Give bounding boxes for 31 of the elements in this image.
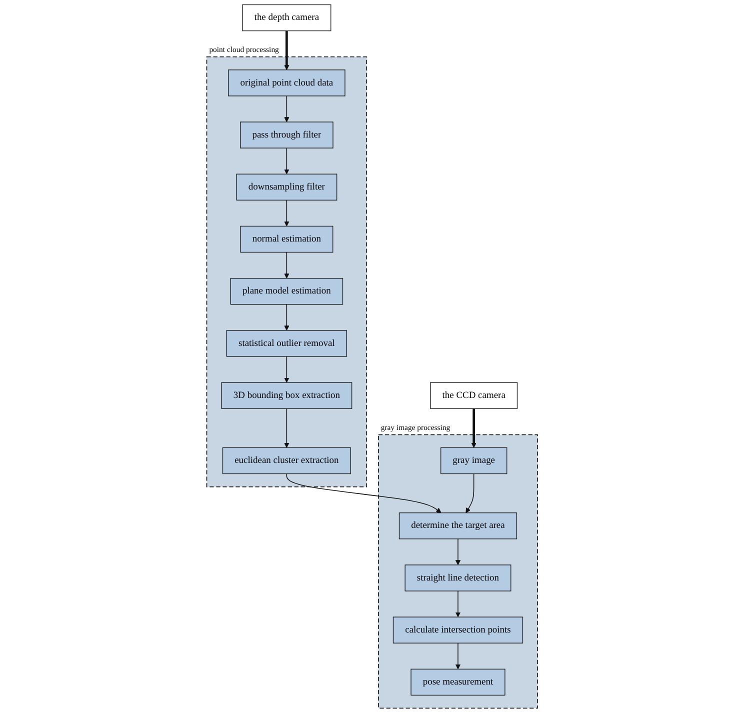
arrow — [284, 148, 290, 174]
arrow — [284, 30, 290, 70]
arrow — [284, 356, 290, 383]
arrow — [284, 408, 290, 448]
arrow — [284, 96, 290, 122]
node-box: downsampling filter — [236, 174, 338, 201]
arrow — [456, 538, 461, 566]
arrow — [284, 252, 290, 279]
node-box: straight line detection — [405, 564, 512, 592]
arrow — [286, 473, 442, 514]
arrow — [466, 473, 475, 514]
node-box: original point cloud data — [228, 70, 346, 96]
node-box: statistical outlier removal — [226, 330, 348, 357]
node-box: euclidean cluster extraction — [222, 447, 352, 474]
node-box: calculate intersection points — [393, 616, 524, 644]
node-box: the depth camera — [242, 4, 332, 32]
node-box: pose measurement — [411, 668, 506, 696]
cluster — [206, 56, 368, 488]
arrow — [456, 642, 461, 670]
node-box: normal estimation — [240, 226, 334, 253]
arrow — [456, 590, 461, 618]
node-box: gray image — [440, 447, 508, 474]
node-box: 3D bounding box extraction — [222, 382, 353, 409]
node-box: pass through filter — [240, 122, 334, 148]
node-box: the CCD camera — [430, 382, 518, 409]
node-box: determine the target area — [399, 512, 518, 540]
node-box: plane model estimation — [230, 278, 344, 305]
arrow — [284, 304, 290, 331]
arrow — [284, 200, 290, 226]
arrow — [472, 408, 477, 448]
cluster — [378, 434, 538, 709]
